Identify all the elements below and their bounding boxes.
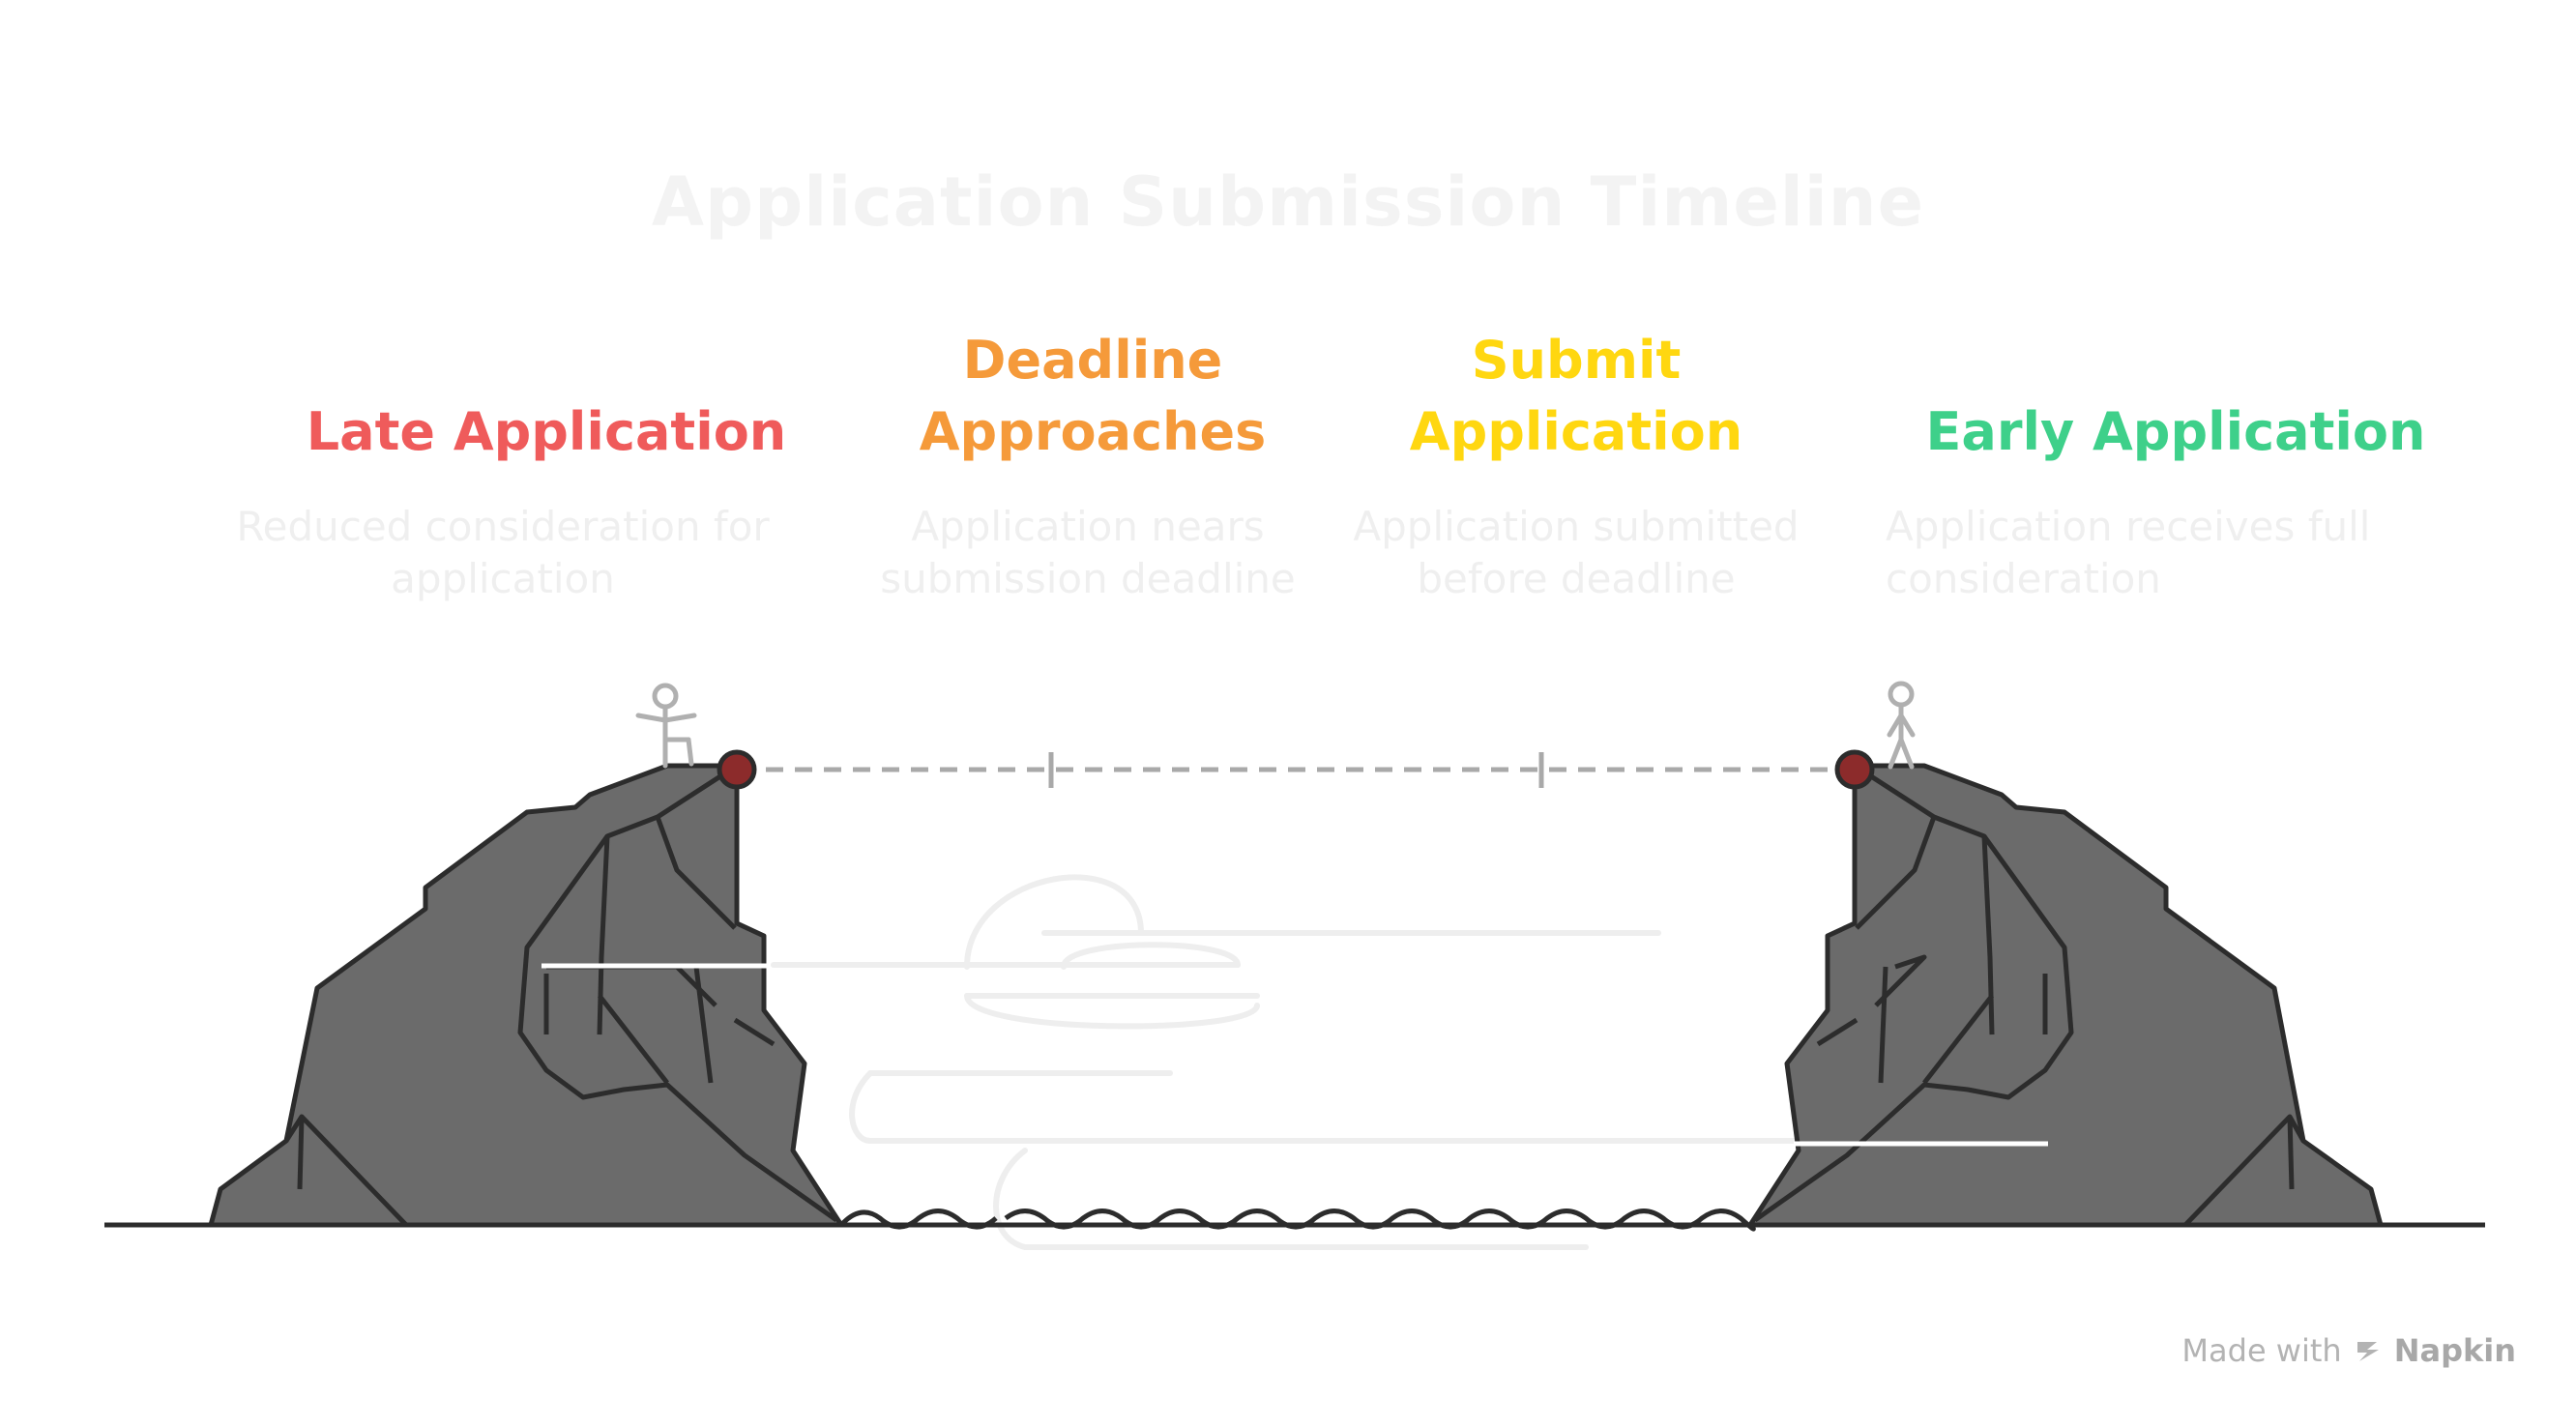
early-endpoint-marker [1834,749,1875,790]
diagram-title: Application Submission Timeline [651,162,1925,242]
stick-figure-running-icon [635,683,697,769]
stage-early-description: Application receives full consideration [1886,503,2371,602]
stick-figure-standing-icon [1887,681,1916,770]
stage-submit-description: Application submitted before deadline [1353,503,1800,602]
stage-deadline-title: Deadline Approaches [919,330,1267,462]
late-endpoint-marker [717,749,757,790]
stage-late-title: Late Application [306,401,787,462]
brand-name: Napkin [2393,1332,2516,1369]
stage-late-description: Reduced consideration for application [236,503,770,602]
wind-lines [771,874,1985,1250]
right-cliff [1747,763,2384,1228]
napkin-logo-icon [2356,1342,2379,1361]
left-cliff [208,763,844,1228]
made-with-label: Made with [2181,1332,2342,1369]
water-waves [839,1209,1756,1232]
stage-submit-title: Submit Application [1409,330,1743,462]
stage-deadline-description: Application nears submission deadline [880,503,1296,602]
stage-early-title: Early Application [1925,401,2426,462]
footer-attribution: Made with Napkin [2181,1332,2516,1369]
